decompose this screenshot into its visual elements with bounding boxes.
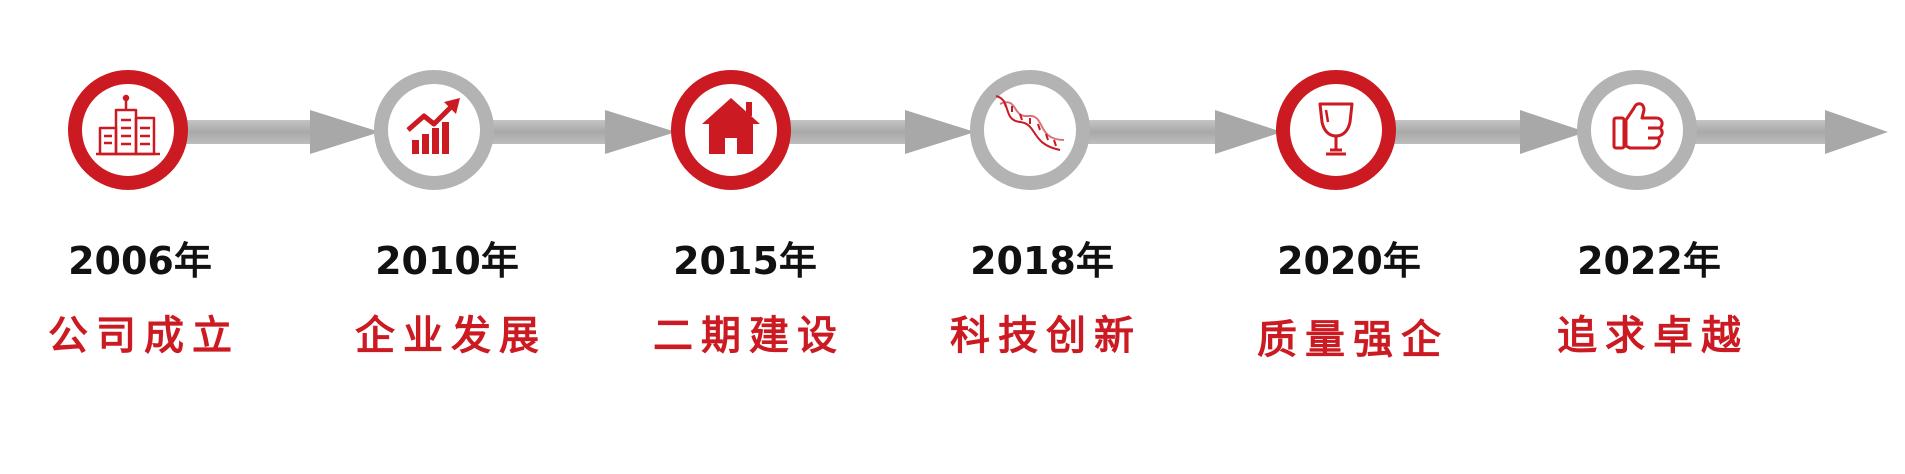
milestone-label: 质量强企	[1257, 317, 1449, 363]
milestone-year: 2022年	[1577, 239, 1721, 283]
thumbs-up-icon	[1612, 102, 1664, 150]
arrow-connector	[1690, 110, 1888, 154]
milestone-year: 2020年	[1277, 239, 1421, 283]
milestone-circle	[671, 70, 791, 190]
milestone-2006: 2006年 公司成立	[10, 238, 270, 362]
milestone-2010: 2010年 企业发展	[317, 238, 577, 362]
trophy-icon	[1318, 102, 1354, 156]
milestone-circle	[374, 70, 494, 190]
milestone-2022: 2022年 追求卓越	[1519, 238, 1779, 362]
arrow-connector	[485, 110, 676, 154]
growth-chart-icon	[406, 98, 460, 154]
milestone-circle	[1577, 70, 1697, 190]
arrow-connector	[180, 110, 380, 154]
milestone-2020: 2020年 质量强企	[1219, 238, 1479, 366]
milestone-label: 追求卓越	[1557, 313, 1749, 359]
arrow-connector	[1385, 110, 1586, 154]
milestone-2018: 2018年 科技创新	[912, 238, 1172, 362]
milestone-label: 二期建设	[653, 313, 845, 359]
dna-icon	[995, 95, 1065, 151]
milestone-2015: 2015年 二期建设	[615, 238, 875, 362]
milestone-circle	[1276, 70, 1396, 190]
milestone-year: 2010年	[375, 239, 519, 283]
milestone-label: 企业发展	[355, 313, 547, 359]
milestone-label: 科技创新	[950, 313, 1142, 359]
milestone-circle	[970, 70, 1090, 190]
house-icon	[702, 98, 760, 154]
arrow-connector	[1080, 110, 1282, 154]
milestone-year: 2018年	[970, 239, 1114, 283]
milestone-label: 公司成立	[48, 313, 240, 359]
milestone-year: 2006年	[68, 239, 212, 283]
office-building-icon	[96, 94, 160, 156]
milestone-circle	[68, 70, 188, 190]
arrow-connector	[780, 110, 975, 154]
milestone-year: 2015年	[673, 239, 817, 283]
